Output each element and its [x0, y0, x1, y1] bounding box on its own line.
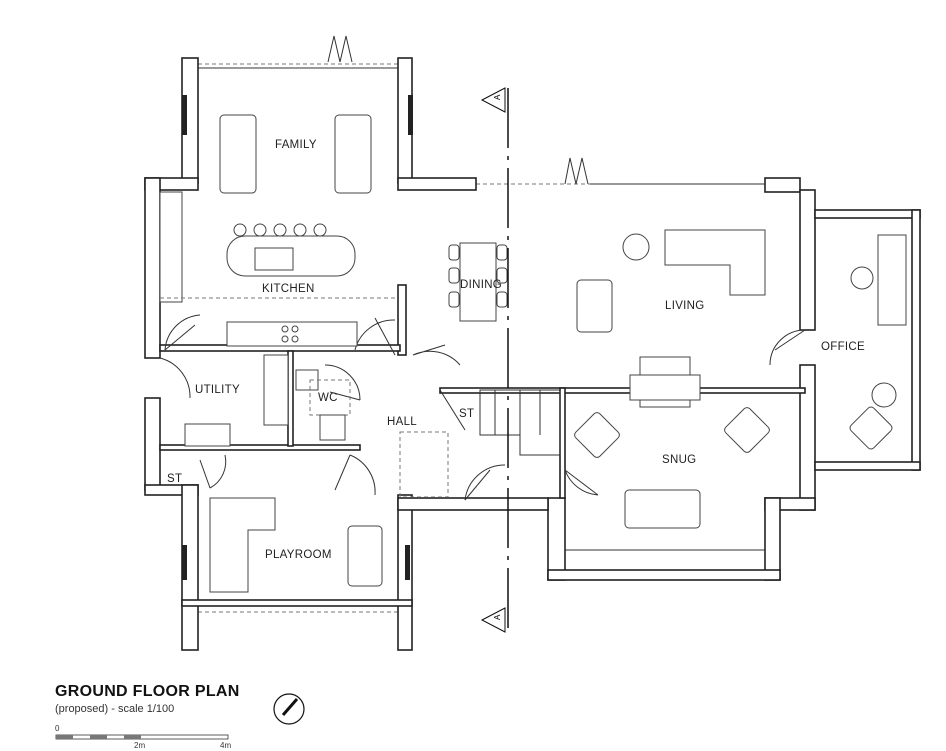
plan-title: GROUND FLOOR PLAN — [55, 683, 240, 700]
room-label-hall: HALL — [387, 416, 417, 428]
furniture — [209, 114, 907, 593]
room-label-office: OFFICE — [821, 341, 865, 353]
room-label-family: FAMILY — [275, 139, 317, 151]
room-label-snug: SNUG — [662, 454, 696, 466]
room-label-dining: DINING — [460, 279, 502, 291]
scale-label-4m: 4m — [220, 741, 232, 750]
room-label-store: ST — [167, 473, 182, 485]
room-label-living: LIVING — [665, 300, 705, 312]
kitchen-fittings — [159, 191, 358, 447]
room-label-wc: WC — [318, 392, 338, 404]
room-label-stair-store: ST — [459, 408, 474, 420]
plan-subtitle: (proposed) - scale 1/100 — [55, 703, 175, 715]
section-line-a: A A — [480, 87, 509, 635]
walls — [144, 57, 921, 651]
room-label-playroom: PLAYROOM — [265, 549, 332, 561]
room-label-utility: UTILITY — [195, 384, 240, 396]
bifold-door-living — [564, 157, 589, 185]
scale-label-0: 0 — [55, 724, 60, 733]
bifold-door-family — [327, 35, 353, 63]
scale-label-2m: 2m — [134, 741, 146, 750]
north-arrow-icon — [273, 693, 305, 725]
room-label-kitchen: KITCHEN — [262, 283, 315, 295]
section-marker-top: A — [493, 94, 502, 100]
scale-bar — [55, 734, 229, 740]
section-marker-bottom: A — [493, 614, 502, 620]
